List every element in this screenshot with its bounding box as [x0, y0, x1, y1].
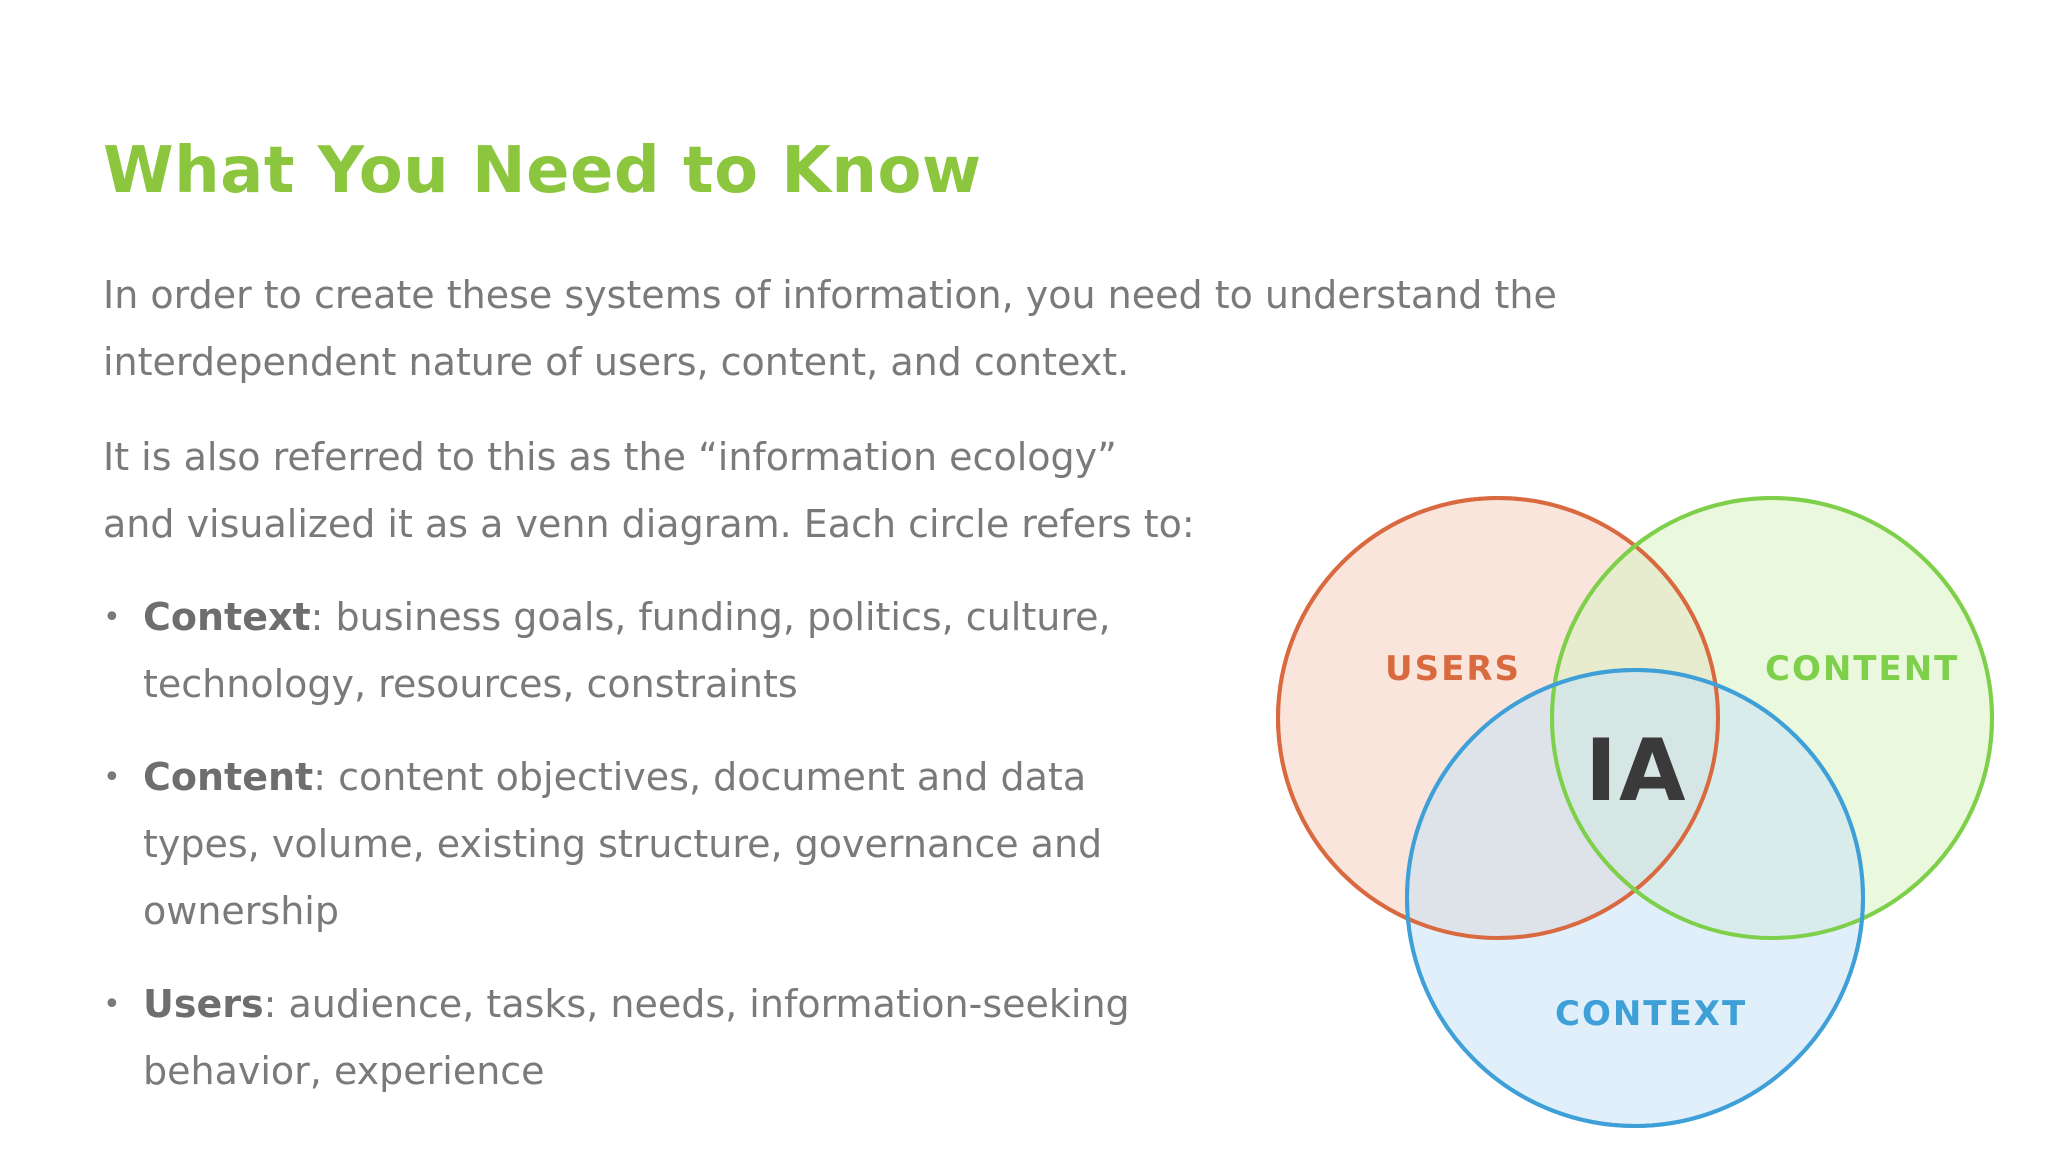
bullet-dot: • — [103, 987, 121, 1022]
bullet-context-line-2: technology, resources, constraints — [143, 662, 798, 706]
bullet-context-line-1: Context: business goals, funding, politi… — [143, 584, 1130, 651]
bullet-dot: • — [103, 760, 121, 795]
bullet-users-line-2: behavior, experience — [143, 1049, 545, 1093]
slide-title: What You Need to Know — [103, 134, 982, 208]
context-circle-outline — [1405, 668, 1865, 1128]
context-label: CONTEXT — [1555, 994, 1747, 1034]
bullet-content: • Content: content objectives, document … — [103, 744, 1130, 945]
intro-line-2: interdependent nature of users, content,… — [103, 340, 1130, 384]
bullet-context-term: Context — [143, 595, 311, 639]
bullet-content-text-1: : content objectives, document and data — [313, 755, 1087, 799]
ecology-line-1: It is also referred to this as the “info… — [103, 435, 1117, 479]
users-label: USERS — [1385, 649, 1521, 689]
ecology-line-2: and visualized it as a venn diagram. Eac… — [103, 502, 1195, 546]
bullet-content-term: Content — [143, 755, 314, 799]
venn-diagram: USERS CONTENT CONTEXT IA — [1276, 496, 1994, 1128]
bullet-list: • Context: business goals, funding, poli… — [103, 584, 1130, 1131]
bullet-users-term: Users — [143, 982, 264, 1026]
bullet-users-line-1: Users: audience, tasks, needs, informati… — [143, 971, 1130, 1038]
bullet-dot: • — [103, 600, 121, 635]
users-circle-outline — [1276, 496, 1720, 940]
bullet-content-line-3: ownership — [143, 889, 339, 933]
bullet-content-line-1: Content: content objectives, document an… — [143, 744, 1130, 811]
bullet-context-text-1: : business goals, funding, politics, cul… — [310, 595, 1111, 639]
bullet-users: • Users: audience, tasks, needs, informa… — [103, 971, 1130, 1105]
bullet-content-line-2: types, volume, existing structure, gover… — [143, 822, 1103, 866]
intro-line-1: In order to create these systems of info… — [103, 273, 1557, 317]
content-label: CONTENT — [1765, 649, 1959, 689]
bullet-users-text-1: : audience, tasks, needs, information-se… — [263, 982, 1130, 1026]
ia-center-label: IA — [1585, 721, 1688, 821]
content-circle-outline — [1550, 496, 1994, 940]
intro-paragraph: In order to create these systems of info… — [103, 262, 1557, 396]
bullet-context: • Context: business goals, funding, poli… — [103, 584, 1130, 718]
ecology-paragraph: It is also referred to this as the “info… — [103, 424, 1195, 558]
